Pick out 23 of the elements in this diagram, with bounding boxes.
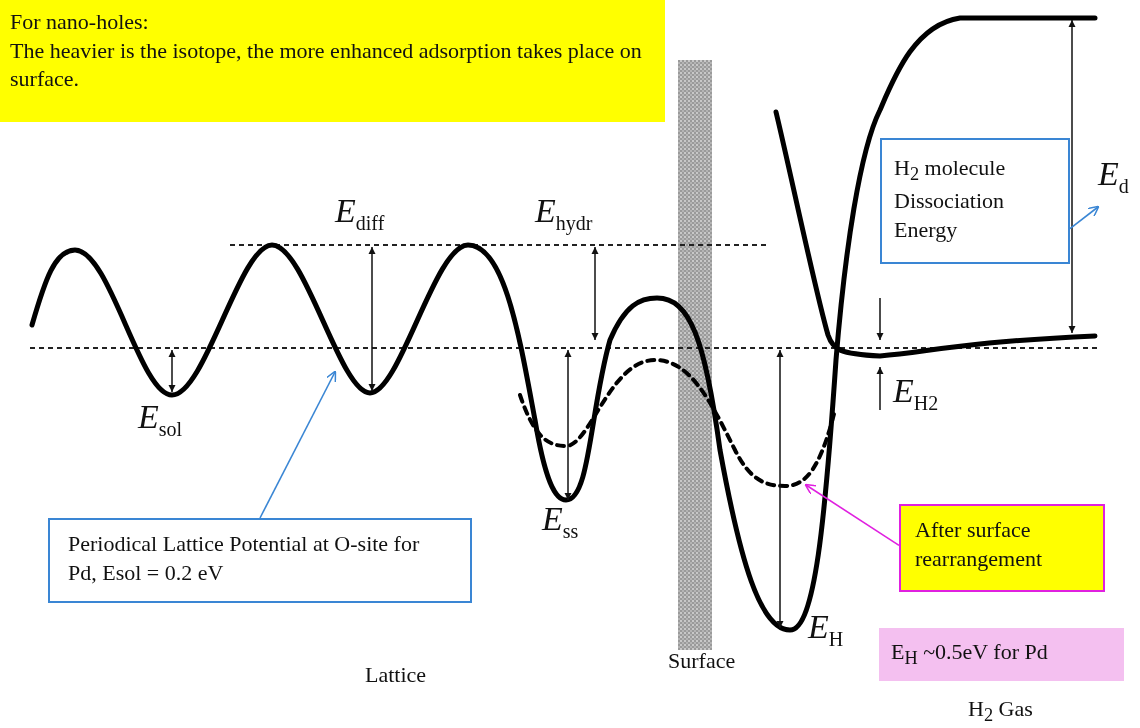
callout-text: Periodical Lattice Potential at O-site for Pd, Esol = 0.2 eV <box>68 530 421 587</box>
energy-symbol: E$_{sol}$ <box>138 398 183 441</box>
energy-symbol: E$_{H}$ <box>808 608 844 651</box>
region-label: H$_{2}$ Gas <box>968 696 1033 727</box>
energy-symbol: E$_{diff}$ <box>335 192 385 235</box>
callout-text: After surface rearrangement <box>915 516 1044 573</box>
note-box <box>0 0 665 122</box>
callout-text: E$_{H}$ ~0.5eV for Pd <box>891 638 1049 671</box>
callout-box <box>880 138 1070 264</box>
callout-text: H$_{2}$ molecule Dissociation Energy <box>894 154 1007 244</box>
leader-line <box>804 483 900 547</box>
energy-symbol: E$_{d}$ <box>1098 155 1130 198</box>
callout-text: For nano-holes: <box>10 8 150 36</box>
region-label: Lattice <box>365 662 427 688</box>
region-label: Surface <box>668 648 736 674</box>
callout-box <box>899 504 1105 592</box>
callout-text: The heavier is the isotope, the more enhanced adsorption takes place on surface. <box>10 36 643 94</box>
leader-line <box>259 370 337 519</box>
callout-box <box>48 518 472 603</box>
energy-symbol: E$_{hydr}$ <box>535 192 593 235</box>
note-box <box>879 628 1124 682</box>
leader-line <box>1069 205 1100 230</box>
energy-symbol: E$_{ss}$ <box>542 500 579 543</box>
